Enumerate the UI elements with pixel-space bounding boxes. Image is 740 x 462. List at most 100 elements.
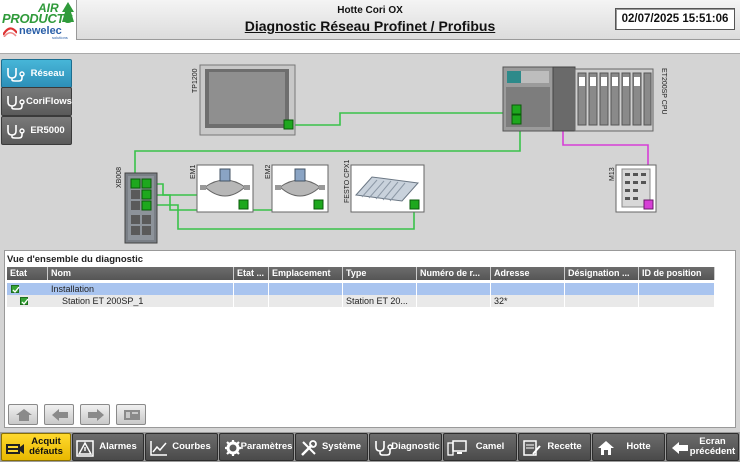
camel-button[interactable]: Camel [443, 433, 517, 461]
arrow-left-icon [52, 409, 68, 421]
row-emplacement [269, 283, 343, 295]
m13-module[interactable] [615, 164, 657, 213]
col-type[interactable]: Type [343, 267, 417, 280]
row-id [639, 295, 715, 307]
diagnostic-table-header: Etat Nom Etat ... Emplacement Type Numér… [7, 267, 715, 280]
row-adresse: 32* [491, 295, 565, 307]
col-nom[interactable]: Nom [48, 267, 234, 280]
page-subtitle: Hotte Cori OX [337, 5, 403, 16]
diagnostic-label: Diagnostic [391, 441, 440, 452]
row-numero [417, 295, 491, 307]
gear-icon [225, 440, 241, 456]
xb008-port-1 [130, 178, 141, 189]
et200sp-port-1 [511, 104, 522, 115]
parametres-label: Paramètres [240, 441, 293, 452]
et200sp-label: ET200SP CPU [660, 68, 667, 115]
tp1200-device[interactable] [199, 64, 296, 136]
stethoscope-icon [7, 125, 25, 139]
row-numero [417, 283, 491, 295]
em1-port [238, 199, 249, 210]
newelec-mark-icon [3, 27, 17, 37]
em2-port [313, 199, 324, 210]
air-products-mark-icon [62, 2, 74, 22]
courbes-button[interactable]: Courbes [145, 433, 218, 461]
row-type: Station ET 20... [343, 295, 417, 307]
home-icon [598, 441, 614, 455]
et200sp-port-2 [511, 114, 522, 125]
xb008-port-4 [141, 200, 152, 211]
systeme-button[interactable]: Système [295, 433, 368, 461]
alarmes-label: Alarmes [99, 441, 137, 452]
recipe-icon [523, 440, 541, 456]
em2-label: EM2 [265, 165, 272, 180]
row-name: Installation [48, 283, 234, 295]
row-designation [565, 295, 639, 307]
courbes-label: Courbes [172, 441, 211, 452]
camel-label: Camel [475, 441, 505, 452]
ecran-precedent-button[interactable]: Ecran précédent [666, 433, 739, 461]
col-designation[interactable]: Désignation ... [565, 267, 639, 280]
xb008-switch[interactable] [124, 172, 158, 244]
systeme-label: Système [321, 441, 362, 452]
festo-port [409, 199, 420, 210]
em1-label: EM1 [190, 165, 197, 180]
logo-newelec-sub: solutions [52, 35, 68, 40]
col-etat2[interactable]: Etat ... [234, 267, 269, 280]
xb008-label: XB008 [116, 167, 123, 188]
nav-reseau-label: Réseau [30, 68, 65, 79]
acknowledge-icon [6, 444, 24, 454]
nav-er5000-button[interactable]: ER5000 [1, 116, 72, 145]
nav-er5000-label: ER5000 [30, 125, 65, 136]
nav-coriflows-button[interactable]: CoriFlows [1, 87, 72, 116]
computer-icon [447, 440, 467, 456]
diagnostic-title: Vue d'ensemble du diagnostic [7, 254, 143, 265]
logo-air-text: AIR [38, 1, 59, 15]
hotte-button[interactable]: Hotte [592, 433, 665, 461]
m13-label: M13 [609, 167, 616, 181]
tp1200-label: TP1200 [192, 68, 199, 93]
et200sp-device[interactable] [502, 66, 654, 132]
nav-coriflows-label: CoriFlows [26, 96, 72, 107]
row-etat2 [234, 283, 269, 295]
xb008-port-2 [141, 178, 152, 189]
hotte-label: Hotte [626, 441, 651, 452]
device-view-button[interactable] [116, 404, 146, 425]
festo-cpx1-device[interactable] [350, 164, 425, 213]
bottom-toolbar: Acquit défauts Alarmes Courbes Paramètre… [0, 432, 740, 462]
m13-port [643, 199, 654, 210]
ecran-precedent-label: Ecran précédent [689, 436, 736, 457]
em2-flowmeter[interactable] [271, 164, 329, 213]
alarmes-button[interactable]: Alarmes [72, 433, 144, 461]
recette-button[interactable]: Recette [518, 433, 591, 461]
xb008-port-3 [141, 189, 152, 200]
col-etat[interactable]: Etat [7, 267, 48, 280]
status-ok-icon [11, 285, 20, 294]
home-icon [16, 409, 32, 421]
recette-label: Recette [547, 441, 582, 452]
row-designation [565, 283, 639, 295]
back-arrow-icon [672, 442, 688, 454]
logo-newelec-text: newelec [19, 25, 62, 37]
home-view-button[interactable] [8, 404, 38, 425]
device-icon [124, 410, 140, 420]
parametres-button[interactable]: Paramètres [219, 433, 294, 461]
row-type [343, 283, 417, 295]
acquit-defauts-button[interactable]: Acquit défauts [1, 433, 71, 461]
col-adresse[interactable]: Adresse [491, 267, 565, 280]
col-id-position[interactable]: ID de position [639, 267, 715, 280]
col-emplacement[interactable]: Emplacement [269, 267, 343, 280]
row-etat2 [234, 295, 269, 307]
datetime-display: 02/07/2025 15:51:06 [615, 8, 735, 30]
table-row[interactable]: Station ET 200SP_1 Station ET 20... 32* [7, 295, 715, 307]
stethoscope-icon [375, 441, 393, 456]
tp1200-port [283, 119, 294, 130]
diagnostic-button[interactable]: Diagnostic [369, 433, 442, 461]
diagnostic-overview-panel: Vue d'ensemble du diagnostic Etat Nom Et… [4, 250, 736, 428]
col-numero[interactable]: Numéro de r... [417, 267, 491, 280]
forward-button[interactable] [80, 404, 110, 425]
back-button[interactable] [44, 404, 74, 425]
table-row[interactable]: Installation [7, 283, 715, 295]
acquit-defauts-label: Acquit défauts [29, 436, 63, 457]
em1-flowmeter[interactable] [196, 164, 254, 213]
